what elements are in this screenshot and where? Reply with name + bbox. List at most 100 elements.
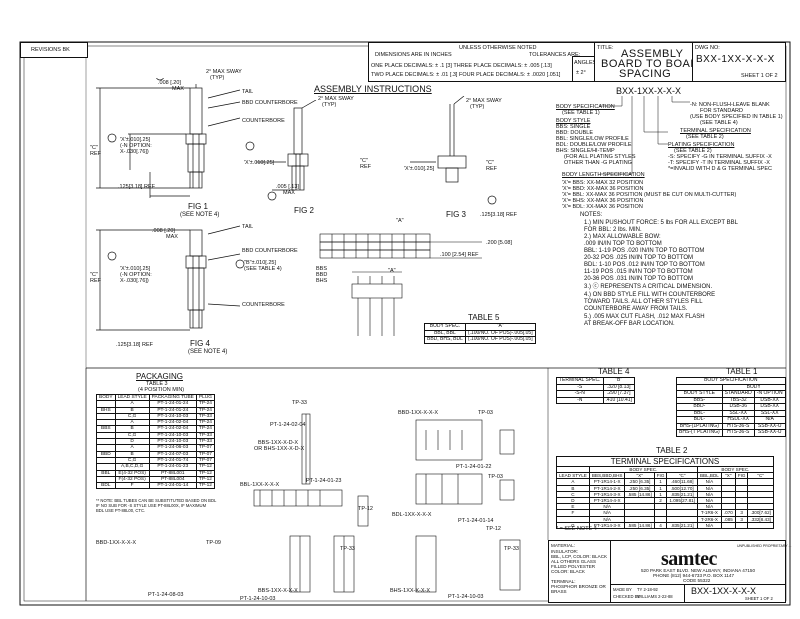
pkg-cell: F(4-32 POS) xyxy=(114,475,150,484)
pkg-cell: TP-24 xyxy=(195,406,215,414)
pn-body-style: BODY STYLE xyxy=(556,118,591,124)
table4: TERMINAL SPEC."B" -S.320 [8.13] -S-N.290… xyxy=(556,377,635,404)
strip-a2: "A" xyxy=(388,268,396,274)
pn-style-2: BBL: SINGLE/LOW PROFILE xyxy=(556,136,629,142)
table4-title: TABLE 4 xyxy=(598,367,630,376)
note-4: BBL: 1-19 POS .020 IN/IN TOP TO BOTTOM xyxy=(584,248,705,254)
t2-cell xyxy=(747,521,774,530)
fig1-d008: .008 [.20] xyxy=(158,80,181,86)
dwg-label: DWG NO: xyxy=(695,45,720,51)
t1-r5c1: HTS-36-S xyxy=(721,429,755,437)
t2-cell xyxy=(720,490,736,499)
t2-cell: .835[21.21] xyxy=(666,490,698,499)
pkg-cell: E(4-32 POS) xyxy=(114,469,150,477)
fig1-drawing xyxy=(96,78,241,198)
pkg-cell: PT-1-24-01-24 xyxy=(148,400,197,408)
pkg-tp33b: TP-33 xyxy=(340,546,355,552)
t2-cell xyxy=(747,496,774,505)
t2-cell: .250 [6.35] xyxy=(624,478,655,486)
pn-tail-3: (SEE TABLE 4) xyxy=(700,120,738,126)
company-box: UNPUBLISHED PROPRIETARY ... samtec 520 P… xyxy=(610,540,791,586)
pkg-tp33a: TP-33 xyxy=(292,400,307,406)
pkg-tp12b: TP-12 xyxy=(486,526,501,532)
t5-r1c0: BBD, BHS, BDL xyxy=(424,336,466,344)
pkg-cell: TP-24 xyxy=(195,425,215,433)
pn-plating-spec: PLATING SPECIFICATION xyxy=(668,142,735,148)
pkg-tp12a: TP-12 xyxy=(358,506,373,512)
pkg-cell: TP-12 xyxy=(195,475,215,484)
pkg-pt1003b: PT-1-24-10-03 xyxy=(448,594,484,600)
pkg-cell: PT-1-24-01-23 xyxy=(148,463,197,471)
fig4-x030: X-.030[.76]) xyxy=(120,278,149,284)
pkg-cell: PT-1-24-10-03 xyxy=(148,438,197,446)
assembly-title: ASSEMBLY INSTRUCTIONS xyxy=(314,84,432,94)
t2-cell xyxy=(734,521,749,530)
fig3-sway: 2° MAX SWAY xyxy=(466,98,502,104)
pn-code: BXX-1XX-X-X-X xyxy=(616,86,682,96)
pn-style-4: BHS: SINGLE/HI-TEMP xyxy=(556,148,615,154)
t2-cell xyxy=(720,496,736,505)
t2-cell: .500[12.70] xyxy=(666,484,698,492)
pkg-h2: PACKAGING TUBE xyxy=(148,393,197,402)
pkg-cell: F xyxy=(114,482,150,490)
t2-h5: BBL,BDL xyxy=(696,472,722,480)
angles-label: ANGLES xyxy=(574,60,597,66)
material-box: MATERIAL: INSULATOR: BBL, LCP, COLOR: BL… xyxy=(548,540,612,603)
pkg-tp03a: TP-03 xyxy=(478,410,493,416)
t2-cell: E xyxy=(556,503,590,511)
material-1: BBL, LCP, COLOR: BLACK xyxy=(551,554,608,559)
material-4: COLOR: BLACK xyxy=(551,569,585,574)
sheet-number: SHEET 1 OF 2 xyxy=(741,73,778,79)
t2-cell: B xyxy=(556,484,590,492)
pn-len-1: 'X'= BBD: XX-MAX 36 POSITION xyxy=(562,186,644,192)
address1: 520 PARK EAST BLVD. NEW ALBANY, INDIANA … xyxy=(641,568,756,573)
pkg-cell: PT-1-24-06-03 xyxy=(148,444,197,452)
t2-cell: .085 xyxy=(720,515,736,523)
fig3-typ: (TYP) xyxy=(470,104,485,110)
made-box: MADE BY TY 2-18-92 CHECKED BY WILLIAMS 2… xyxy=(610,584,686,603)
t2-cell: .585 [14.86] xyxy=(624,521,655,530)
fig3-drawing xyxy=(410,96,497,205)
pkg-pt0122: PT-1-24-01-22 xyxy=(456,464,492,470)
t2-h8: "C" xyxy=(747,472,774,480)
t2-cell: PT-1R14-2-X xyxy=(588,484,626,492)
table2: TERMINAL SPECIFICATIONS BODY SPEC.BODY S… xyxy=(556,456,774,530)
pkg-cell: BDL xyxy=(96,482,116,490)
pkg-tp09: TP-09 xyxy=(206,540,221,546)
t2-cell xyxy=(624,503,655,511)
pn-len-4: 'X'= BDL: XX-MAX 36 POSITION xyxy=(562,204,643,210)
table5-title: TABLE 5 xyxy=(468,313,500,322)
table2-title: TABLE 2 xyxy=(656,446,688,455)
t2-cell xyxy=(747,503,774,511)
strip-drawing xyxy=(319,233,482,336)
fig1-max: MAX xyxy=(172,86,184,92)
t2-cell: A xyxy=(556,478,590,486)
t2-cell: PT-1R14-1-X xyxy=(588,478,626,486)
pn-style-0: BBS: SINGLE xyxy=(556,124,591,130)
fig2-d005: .005 [.13] xyxy=(276,184,299,190)
pkg-cell: PT-1-24-01-14 xyxy=(148,482,197,490)
fig4-seet4: (SEE TABLE 4) xyxy=(244,266,282,272)
t2-cell xyxy=(747,484,774,492)
t2-note: * = SEE NOTE 4 xyxy=(556,526,597,532)
pkg-sub2: (4 POSITION MIN) xyxy=(138,387,185,393)
pkg-cell: PT-1-24-01-24 xyxy=(148,406,197,414)
t2-cell xyxy=(747,478,774,486)
pkg-pt1: PT-1-24-02-04 xyxy=(270,422,306,428)
pkg-cell: PT-1-24-10-03 xyxy=(148,412,197,421)
note-14: AT BREAK-OFF BAR LOCATION. xyxy=(584,321,675,327)
title-box: TITLE: ASSEMBLY BOARD TO BOARD SPACING xyxy=(594,42,707,82)
t2-cell: T-1R6-X xyxy=(696,509,722,517)
t2-cell: C xyxy=(556,490,590,499)
fig4-b010: "B"±.010[.25] xyxy=(244,260,276,266)
fig1-x030: X-.030[.76]) xyxy=(120,149,149,155)
